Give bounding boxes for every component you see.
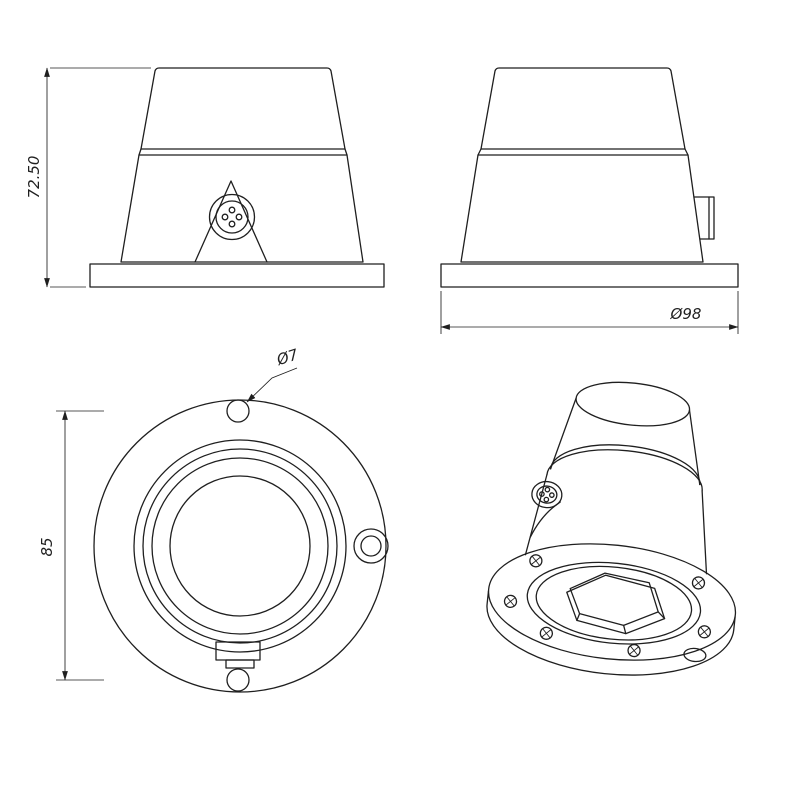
height-dimension: 72.50	[25, 67, 151, 288]
front-connector	[208, 193, 256, 241]
screw-icon	[503, 594, 518, 609]
front-view: 72.50	[25, 67, 385, 288]
side-connector	[693, 196, 715, 240]
screw-icon	[627, 643, 641, 658]
bolt-spacing-label: 85	[38, 537, 56, 556]
flange-hole	[683, 647, 707, 663]
hole-diameter-callout: Ø7	[246, 345, 301, 403]
side-outline	[440, 67, 739, 288]
iso-connector	[531, 480, 563, 509]
base-diameter-dimension: Ø98	[440, 291, 739, 334]
iso-flange	[486, 543, 737, 676]
screw-icon	[697, 625, 712, 639]
screw-icon	[691, 576, 706, 590]
bolt-hole-top	[226, 399, 250, 423]
bottom-view: Ø7 85	[38, 345, 389, 693]
iso-screws	[503, 554, 712, 663]
height-dimension-label: 72.50	[25, 156, 43, 199]
iso-hexagon-recess	[566, 572, 666, 635]
bottom-outline	[93, 399, 389, 693]
front-outline	[89, 67, 385, 288]
bolt-hole-right	[360, 535, 382, 557]
side-view: Ø98	[440, 67, 739, 334]
screw-icon	[539, 626, 554, 640]
iso-body	[524, 381, 708, 575]
hole-diameter-label: Ø7	[274, 345, 301, 369]
base-diameter-label: Ø98	[670, 305, 702, 323]
bolt-hole-bottom	[226, 668, 250, 692]
bolt-spacing-dimension: 85	[38, 410, 104, 681]
screw-icon	[529, 554, 543, 568]
isometric-view	[486, 381, 737, 676]
